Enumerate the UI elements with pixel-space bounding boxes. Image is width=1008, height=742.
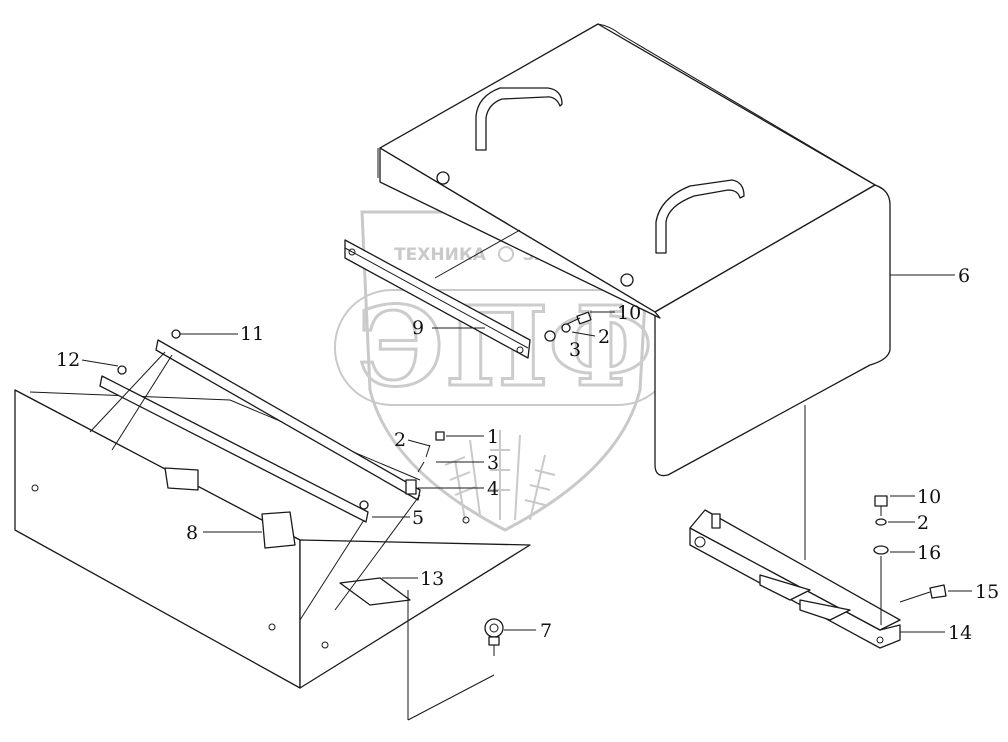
cover-side-panel xyxy=(654,184,891,477)
callout-10-bracket: 10 xyxy=(917,486,941,508)
base-tray xyxy=(14,389,531,689)
callout-leaders xyxy=(81,274,972,633)
bracket-14-tab xyxy=(759,574,811,601)
bolt-1 xyxy=(435,431,445,441)
cover-front-lip xyxy=(379,147,661,319)
cover-assembly xyxy=(377,23,891,477)
eye-bolt-ring xyxy=(484,618,504,638)
bolt-15-head xyxy=(929,584,947,599)
rod-leg-front-2 xyxy=(334,494,421,611)
assembly-guide-lines xyxy=(407,229,882,721)
tray-floor xyxy=(299,539,531,689)
tray-front-panel xyxy=(14,389,301,689)
bracket-14-tab-2 xyxy=(799,599,851,621)
callout-2-bracket: 2 xyxy=(917,512,929,534)
callout-3-cover: 3 xyxy=(569,339,581,361)
callout-13: 13 xyxy=(420,568,444,590)
inner-block-8 xyxy=(261,511,296,549)
callout-2-tray: 2 xyxy=(394,429,406,451)
washer-2-right xyxy=(875,518,887,526)
callout-1: 1 xyxy=(487,426,499,448)
watermark-logo: ЭПФ xyxy=(357,282,653,411)
bolt-10-head xyxy=(576,311,592,325)
rod-frame xyxy=(89,329,421,621)
nut-11 xyxy=(171,329,181,339)
callout-labels: 11 12 5 8 13 1 2 3 4 9 10 2 3 6 7 10 2 1… xyxy=(56,265,999,644)
rod-frame-lower-bar xyxy=(99,375,369,523)
cover-nut-left xyxy=(436,171,450,185)
rod-frame-top-bar xyxy=(155,339,421,501)
watermark-wheat-icon xyxy=(444,430,556,521)
fastener-set-bracket xyxy=(873,495,947,603)
callout-10-cover: 10 xyxy=(617,302,641,324)
callout-4: 4 xyxy=(487,478,499,500)
watermark-shield xyxy=(360,210,652,532)
cover-handle-front xyxy=(655,179,745,254)
callout-16: 16 xyxy=(917,542,941,564)
rod-leg-left-2 xyxy=(111,354,173,451)
nut-5 xyxy=(359,500,369,510)
base-plate-13 xyxy=(339,577,411,606)
washer-2 xyxy=(561,323,571,333)
callout-14: 14 xyxy=(948,622,972,644)
watermark-banner-left: ТЕХНИКА xyxy=(394,245,487,265)
fastener-set-tray xyxy=(417,431,445,473)
callout-12: 12 xyxy=(56,349,80,371)
rod-leg-front-1 xyxy=(299,519,365,621)
inner-block xyxy=(164,467,199,491)
bolt-10-right xyxy=(874,495,888,507)
watermark-gear-icon xyxy=(498,246,514,262)
callout-5: 5 xyxy=(412,507,424,529)
bracket-14-slot xyxy=(711,513,721,529)
callout-2-cover: 2 xyxy=(598,326,610,348)
bracket-14 xyxy=(689,509,901,649)
cover-handle-rear xyxy=(475,87,563,151)
rod-leg-left-1 xyxy=(89,351,166,433)
callout-11: 11 xyxy=(240,323,264,345)
nut-12 xyxy=(117,365,127,375)
callout-7: 7 xyxy=(540,620,552,642)
callout-9: 9 xyxy=(412,317,424,339)
bracket-14-flange xyxy=(689,509,901,631)
fastener-set-cover xyxy=(544,311,592,342)
eye-bolt-7 xyxy=(484,618,504,656)
washer-16 xyxy=(873,545,889,555)
cover-nut-right xyxy=(620,273,634,287)
fastener-4 xyxy=(405,479,417,495)
callout-6: 6 xyxy=(958,265,970,287)
callout-3-tray: 3 xyxy=(487,452,499,474)
bolt-15-shank xyxy=(899,591,931,603)
washer-3 xyxy=(544,330,556,342)
callout-8: 8 xyxy=(186,522,198,544)
eye-bolt-collar xyxy=(488,636,500,646)
callout-15: 15 xyxy=(975,581,999,603)
